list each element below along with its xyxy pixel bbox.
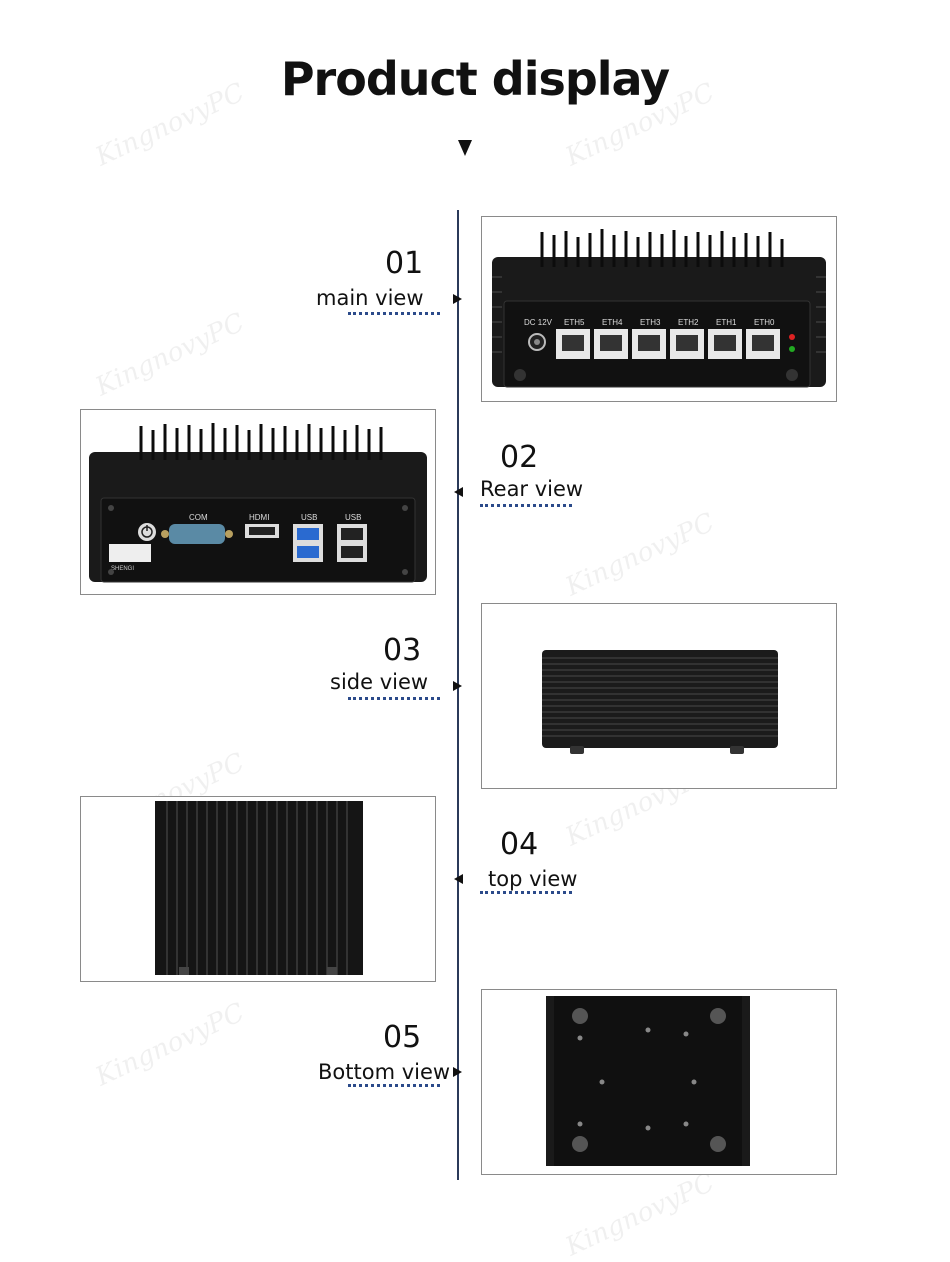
chevron-down-icon	[458, 140, 472, 156]
watermark-text: KingnovyPC	[91, 307, 250, 403]
view-number: 01	[385, 246, 424, 281]
view-label: top view	[488, 867, 578, 891]
dc-label: DC 12V	[524, 318, 553, 327]
arrow-right-icon	[453, 294, 462, 304]
dotted-underline	[480, 504, 572, 507]
main-view-image: DC 12V ETH5 ETH4 ETH3 ETH2 ETH1 ETH0	[481, 216, 837, 402]
view-label: Rear view	[480, 477, 584, 501]
view-number: 02	[500, 440, 539, 475]
rear-view-image: SHENGI COM HDMI USB USB	[80, 409, 436, 595]
top-view-image	[80, 796, 436, 982]
watermark-text: KingnovyPC	[561, 507, 720, 603]
page-title: Product display	[280, 52, 670, 106]
usb-label: USB	[301, 513, 317, 522]
hdmi-label: HDMI	[249, 513, 269, 522]
view-number: 05	[383, 1020, 422, 1055]
eth-label: ETH3	[640, 318, 661, 327]
arrow-left-icon	[454, 874, 463, 884]
dotted-underline	[480, 891, 572, 894]
watermark-text: KingnovyPC	[561, 1167, 720, 1262]
eth-label: ETH1	[716, 318, 737, 327]
eth-label: ETH2	[678, 318, 699, 327]
eth-label: ETH5	[564, 318, 585, 327]
dotted-underline	[348, 312, 440, 315]
view-label: side view	[330, 670, 429, 694]
dotted-underline	[348, 1084, 440, 1087]
bottom-view-image	[481, 989, 837, 1175]
com-label: COM	[189, 513, 208, 522]
arrow-right-icon	[453, 681, 462, 691]
view-label: main view	[316, 286, 424, 310]
timeline-line	[457, 210, 459, 1180]
view-number: 04	[500, 827, 539, 862]
view-label: Bottom view	[318, 1060, 451, 1084]
eth-label: ETH0	[754, 318, 775, 327]
side-view-image	[481, 603, 837, 789]
arrow-left-icon	[454, 487, 463, 497]
view-number: 03	[383, 633, 422, 668]
usb-label: USB	[345, 513, 361, 522]
watermark-text: KingnovyPC	[91, 997, 250, 1093]
dotted-underline	[348, 697, 440, 700]
brand-label: SHENGI	[111, 566, 134, 572]
eth-label: ETH4	[602, 318, 623, 327]
arrow-right-icon	[453, 1067, 462, 1077]
